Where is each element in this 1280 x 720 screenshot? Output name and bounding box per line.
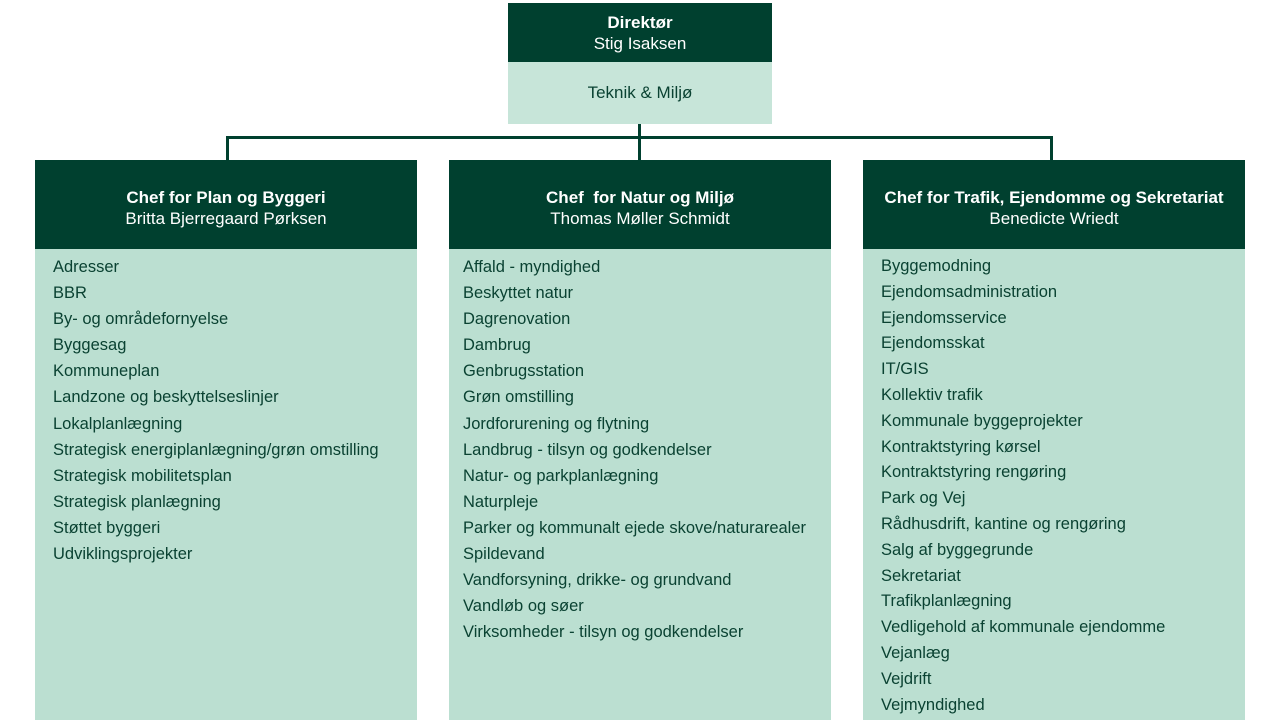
department-chief-name: Thomas Møller Schmidt [550,208,730,228]
task-item: Ejendomsskat [881,334,985,353]
department-title: Chef for Plan og Byggeri [126,187,326,207]
department-header: Chef for Natur og Miljø Thomas Møller Sc… [449,160,831,249]
department-chief-name: Benedicte Wriedt [989,208,1119,228]
task-item: Grøn omstilling [463,388,574,407]
task-item: Lokalplanlægning [53,414,183,433]
task-item: Salg af byggegrunde [881,540,1034,559]
task-item: Byggemodning [881,257,992,275]
task-item: Vejdrift [881,669,932,688]
task-item: Genbrugsstation [463,362,585,381]
director-area: Teknik & Miljø [508,62,772,124]
task-item: Vandforsyning, drikke- og grundvand [463,571,732,590]
task-item: Strategisk planlægning [53,492,221,511]
task-item: Trafikplanlægning [881,592,1012,611]
director-name: Stig Isaksen [593,33,687,53]
department-title: Chef for Trafik, Ejendomme og Sekretaria… [884,187,1224,207]
task-item: BBR [53,284,87,303]
task-item: Ejendomsadministration [881,282,1058,301]
department-header: Chef for Trafik, Ejendomme og Sekretaria… [863,160,1245,249]
department-natur-miljo: Chef for Natur og Miljø Thomas Møller Sc… [449,160,831,720]
task-item: Adresser [53,258,120,276]
task-item: Rådhusdrift, kantine og rengøring [881,514,1126,533]
director-title: Direktør [607,12,673,32]
connector-left [226,136,229,160]
task-item: Kommuneplan [53,362,160,381]
connector-horizontal [226,136,1053,139]
task-item: Kollektiv trafik [881,385,983,404]
task-item: Kommunale byggeprojekter [881,411,1083,430]
task-item: Strategisk mobilitetsplan [53,466,232,485]
task-item: Natur- og parkplanlægning [463,466,659,485]
task-item: Virksomheder - tilsyn og godkendelser [463,623,744,642]
task-item: Vejanlæg [881,643,950,662]
task-item: Strategisk energiplanlægning/grøn omstil… [53,440,379,459]
task-item: Støttet byggeri [53,518,161,537]
task-item: By- og områdefornyelse [53,310,229,329]
task-item: Kontraktstyring kørsel [881,437,1041,456]
connector-right [1050,136,1053,160]
task-item: Landbrug - tilsyn og godkendelser [463,440,712,459]
department-header: Chef for Plan og Byggeri Britta Bjerrega… [35,160,417,249]
task-item: Ejendomsservice [881,308,1007,327]
task-item: Sekretariat [881,566,961,585]
task-item: Parker og kommunalt ejede skove/naturare… [463,518,807,537]
task-item: Kontraktstyring rengøring [881,463,1067,482]
connector-trunk [638,124,641,160]
task-item: Vejmyndighed [881,695,985,714]
task-item: Byggesag [53,336,127,355]
task-item: Affald - myndighed [463,258,601,276]
department-trafik-ejendomme-sekretariat: Chef for Trafik, Ejendomme og Sekretaria… [863,160,1245,720]
task-item: Vedligehold af kommunale ejendomme [881,618,1166,637]
department-title: Chef for Natur og Miljø [546,187,734,207]
task-item: Dambrug [463,336,531,355]
task-item: Naturpleje [463,492,539,511]
task-item: Udviklingsprojekter [53,545,193,564]
director-header: Direktør Stig Isaksen [508,3,772,62]
task-item: Jordforurening og flytning [463,414,650,433]
task-item: Dagrenovation [463,310,571,329]
task-item: Park og Vej [881,489,966,508]
department-chief-name: Britta Bjerregaard Pørksen [125,208,327,228]
director-box: Direktør Stig Isaksen Teknik & Miljø [508,3,772,124]
task-item: IT/GIS [881,360,929,379]
task-item: Vandløb og søer [463,597,584,616]
task-item: Spildevand [463,545,545,564]
task-item: Landzone og beskyttelseslinjer [53,388,279,407]
task-item: Beskyttet natur [463,284,574,303]
department-plan-byggeri: Chef for Plan og Byggeri Britta Bjerrega… [35,160,417,720]
